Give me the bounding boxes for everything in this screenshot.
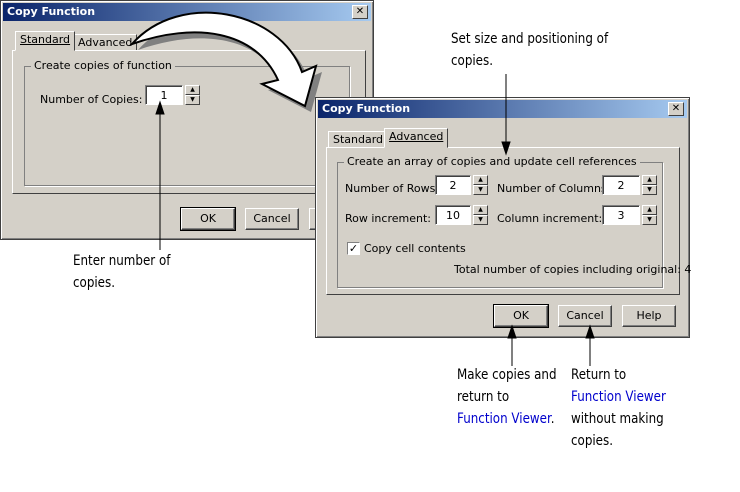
annotation-line: Set size and positioning of (451, 31, 609, 47)
column-increment-spinner[interactable]: ▲▼ (642, 205, 657, 225)
annotation-line: Make copies and (457, 367, 557, 383)
spin-down-icon[interactable]: ▼ (642, 185, 657, 195)
function-viewer-link[interactable]: Function Viewer (457, 411, 551, 427)
group-label: Create an array of copies and update cel… (344, 155, 640, 168)
tab-panel (326, 147, 680, 295)
rows-spinner[interactable]: ▲▼ (473, 175, 488, 195)
tab-standard[interactable]: Standard (15, 31, 76, 51)
help-button[interactable]: Help (622, 305, 676, 327)
column-increment-input[interactable]: 3 (602, 205, 640, 225)
annotation-line: return to (457, 389, 510, 405)
copies-spinner[interactable]: ▲▼ (185, 85, 200, 105)
period: . (550, 411, 555, 427)
spin-down-icon[interactable]: ▼ (642, 215, 657, 225)
columns-spinner[interactable]: ▲▼ (642, 175, 657, 195)
rows-label: Number of Rows: (345, 182, 440, 195)
spin-up-icon[interactable]: ▲ (473, 175, 488, 185)
spin-down-icon[interactable]: ▼ (473, 215, 488, 225)
annotation-make-copies: Make copies and return to Function Viewe… (457, 364, 557, 430)
column-increment-label: Column increment: (497, 212, 603, 225)
title-bar: Copy Function ✕ (3, 3, 371, 21)
annotation-line: copies. (73, 275, 115, 291)
total-copies-text: Total number of copies including origina… (454, 263, 692, 276)
copy-function-dialog-advanced: Copy Function ✕ Standard Advanced Create… (315, 97, 692, 338)
close-button[interactable]: ✕ (668, 102, 684, 116)
tab-advanced[interactable]: Advanced (384, 128, 449, 148)
tab-standard-label: Standard (20, 33, 71, 46)
annotation-return-to: Return to Function Viewer without making… (571, 364, 666, 452)
tab-advanced-label: Advanced (78, 36, 133, 49)
columns-label: Number of Columns: (497, 182, 611, 195)
spin-down-icon[interactable]: ▼ (473, 185, 488, 195)
annotation-line: copies. (571, 433, 613, 449)
group-label: Create copies of function (31, 59, 175, 72)
dialog-title: Copy Function (7, 5, 96, 18)
cancel-button[interactable]: Cancel (245, 208, 299, 230)
copies-input[interactable]: 1 (145, 85, 183, 105)
annotation-line: Function Viewer. (457, 408, 557, 430)
copy-function-dialog-standard: Copy Function ✕ Standard Advanced Create… (0, 0, 374, 240)
spin-up-icon[interactable]: ▲ (642, 205, 657, 215)
tab-advanced-label: Advanced (389, 130, 444, 143)
spin-down-icon[interactable]: ▼ (185, 95, 200, 105)
copy-contents-label: Copy cell contents (364, 242, 466, 255)
title-bar: Copy Function ✕ (318, 100, 687, 118)
row-increment-input[interactable]: 10 (435, 205, 471, 225)
dialog-title: Copy Function (322, 102, 411, 115)
copies-label: Number of Copies: (40, 93, 143, 106)
rows-input[interactable]: 2 (435, 175, 471, 195)
spin-up-icon[interactable]: ▲ (185, 85, 200, 95)
spin-up-icon[interactable]: ▲ (642, 175, 657, 185)
spin-up-icon[interactable]: ▲ (473, 205, 488, 215)
tab-standard-label: Standard (333, 133, 384, 146)
ok-button[interactable]: OK (493, 304, 549, 328)
annotation-enter-number: Enter number of copies. (73, 250, 170, 294)
copy-contents-checkbox[interactable]: ✓ (347, 242, 360, 255)
check-icon: ✓ (348, 242, 359, 255)
columns-input[interactable]: 2 (602, 175, 640, 195)
cancel-button[interactable]: Cancel (558, 305, 612, 327)
close-button[interactable]: ✕ (352, 5, 368, 19)
row-increment-spinner[interactable]: ▲▼ (473, 205, 488, 225)
array-group: Create an array of copies and update cel… (337, 155, 663, 288)
ok-button[interactable]: OK (180, 207, 236, 231)
tab-standard[interactable]: Standard (328, 131, 389, 148)
function-viewer-link[interactable]: Function Viewer (571, 389, 666, 405)
annotation-line: without making (571, 411, 664, 427)
annotation-line: Enter number of (73, 253, 171, 269)
annotation-set-size: Set size and positioning of copies. (451, 28, 608, 72)
annotation-line: copies. (451, 53, 493, 69)
annotation-line: Return to (571, 367, 627, 383)
row-increment-label: Row increment: (345, 212, 431, 225)
